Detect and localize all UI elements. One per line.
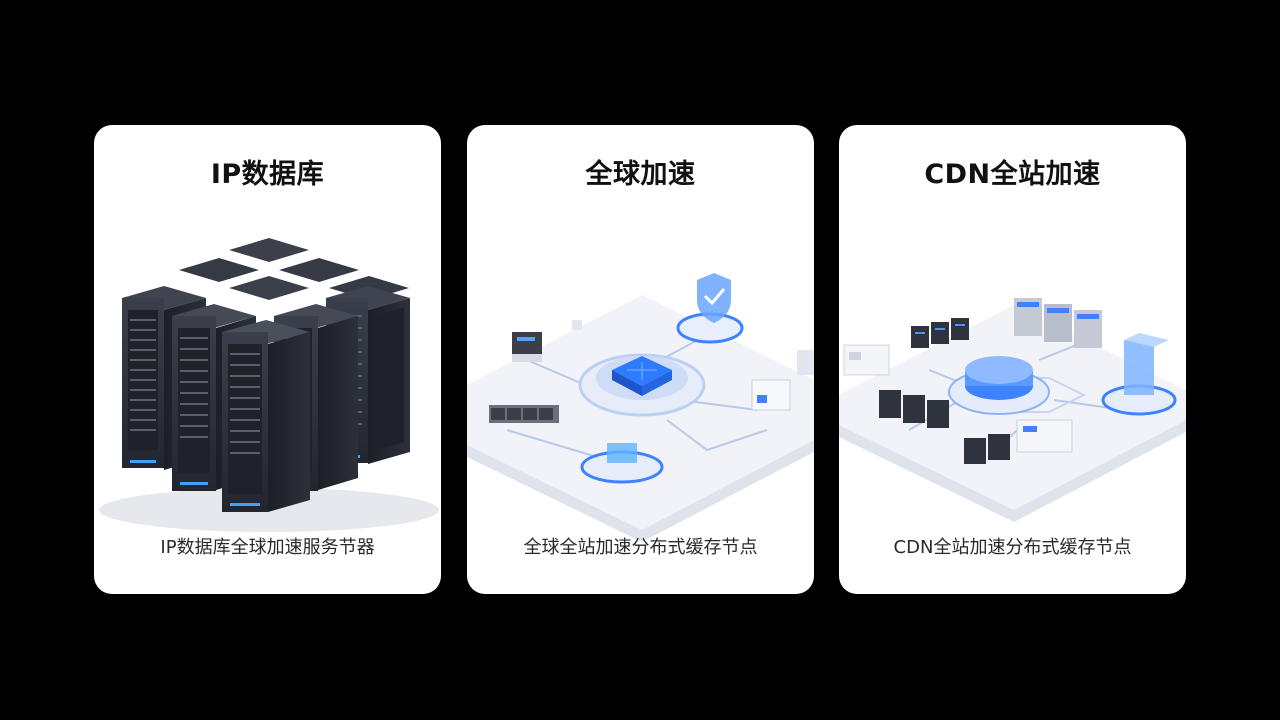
card-cdn-acceleration[interactable]: CDN全站加速 — [839, 125, 1186, 594]
card-title: IP数据库 — [210, 159, 325, 190]
card-title: CDN全站加速 — [924, 159, 1101, 190]
card-ip-database[interactable]: IP数据库 — [94, 125, 441, 594]
card-caption: 全球全站加速分布式缓存节点 — [523, 537, 758, 558]
card-caption: IP数据库全球加速服务节器 — [160, 537, 375, 558]
card-title: 全球加速 — [585, 159, 696, 190]
card-caption: CDN全站加速分布式缓存节点 — [893, 537, 1132, 558]
server-rack-cluster-icon — [94, 220, 441, 545]
cdn-network-nodes-icon — [839, 220, 1186, 545]
global-network-shield-icon — [467, 220, 814, 545]
card-global-acceleration[interactable]: 全球加速 — [467, 125, 814, 594]
